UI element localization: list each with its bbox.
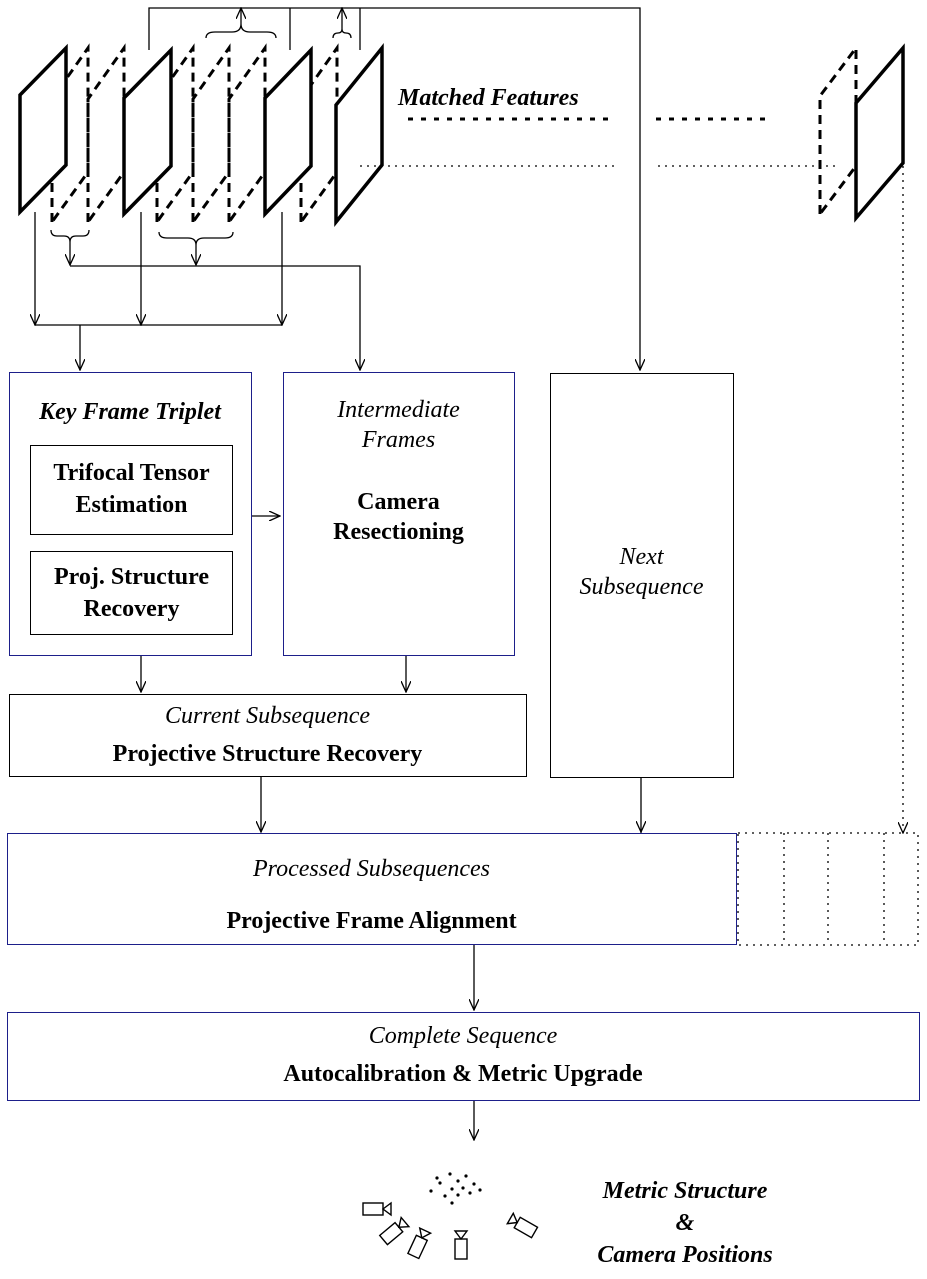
complete-sequence-frame: Complete Sequence Autocalibration & Metr… — [7, 1012, 920, 1101]
camera-icon — [378, 1215, 411, 1246]
key-frame — [18, 43, 68, 217]
key-frame-triplet-title: Key Frame Triplet — [39, 399, 221, 425]
current-subsequence-sub: Projective Structure Recovery — [112, 741, 423, 767]
trifocal-line1: Trifocal Tensor — [53, 460, 210, 486]
intermediate-frame — [227, 43, 267, 227]
camera-icon — [453, 1230, 469, 1260]
resection-line2: Resectioning — [333, 519, 464, 545]
key-frame — [122, 45, 173, 219]
trifocal-tensor-box: Trifocal Tensor Estimation — [30, 445, 233, 535]
frame-stack — [18, 43, 905, 227]
metric-line3: Camera Positions — [597, 1242, 773, 1268]
brace — [332, 28, 352, 39]
metric-line1: Metric Structure — [602, 1178, 768, 1204]
key-frame — [263, 45, 313, 219]
processed-subsequences-title: Processed Subsequences — [252, 856, 491, 882]
complete-sequence-title: Complete Sequence — [368, 1023, 558, 1049]
next-subsequence-box: Next Subsequence — [550, 373, 734, 778]
key-frame — [334, 43, 384, 227]
intermediate-frame — [86, 43, 126, 227]
brace — [158, 231, 234, 246]
current-subsequence-box: Current Subsequence Projective Structure… — [9, 694, 527, 777]
intermediate-frame — [191, 43, 231, 227]
brace — [205, 23, 277, 39]
processed-subsequences-box: Processed Subsequences Projective Frame … — [7, 833, 737, 945]
camera-icon — [406, 1226, 433, 1260]
proj-line1: Proj. Structure — [53, 564, 210, 590]
proj-structure-box: Proj. Structure Recovery — [30, 551, 233, 635]
camera-icon — [505, 1211, 539, 1239]
metric-line2: & — [675, 1210, 695, 1236]
camera-icon — [362, 1201, 392, 1217]
matched-features-label: Matched Features — [398, 85, 579, 111]
proj-line2: Recovery — [83, 596, 180, 622]
camera-icons — [362, 1201, 539, 1260]
intermediate-line2: Frames — [361, 427, 436, 453]
intermediate-line1: Intermediate — [337, 397, 460, 423]
current-subsequence-title: Current Subsequence — [164, 703, 371, 729]
complete-sequence-sub: Autocalibration & Metric Upgrade — [283, 1061, 643, 1087]
point-cloud-icon — [429, 1172, 482, 1205]
connectors — [35, 8, 641, 1140]
brace — [50, 229, 90, 243]
intermediate-frames-box: Intermediate Frames Camera Resectioning — [283, 372, 515, 656]
trifocal-line2: Estimation — [75, 492, 188, 518]
processed-subsequences-sub: Projective Frame Alignment — [226, 908, 517, 934]
key-frame-triplet-box: Key Frame Triplet Trifocal Tensor Estima… — [9, 372, 252, 656]
next-line2: Subsequence — [579, 574, 704, 600]
resection-line1: Camera — [357, 489, 440, 515]
top-bus — [148, 7, 640, 370]
next-line1: Next — [619, 544, 664, 570]
future-subsequences — [737, 166, 919, 946]
matched-feature-dots — [360, 117, 838, 167]
key-frame — [854, 43, 905, 223]
intermediate-frame — [818, 43, 858, 219]
